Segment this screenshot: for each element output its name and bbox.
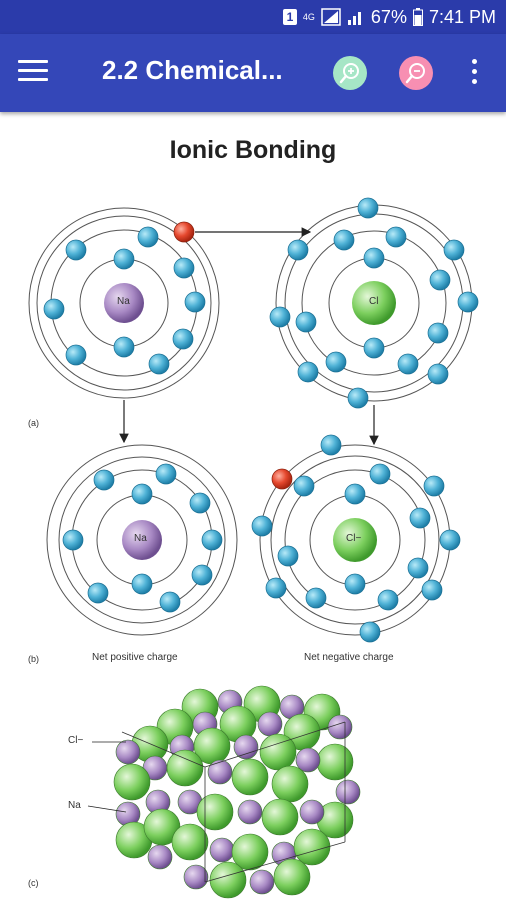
na-ion-label: Na — [134, 533, 147, 544]
transfer-electron — [173, 221, 195, 243]
clock: 7:41 PM — [428, 6, 496, 27]
gained-electron — [271, 468, 293, 490]
sim-badge: 1 — [282, 9, 297, 25]
battery-percent: 67% — [370, 6, 407, 27]
menu-icon[interactable] — [18, 60, 48, 86]
status-bar: 1 4G 67% 7:41 PM — [0, 0, 506, 34]
zoom-out-icon — [405, 63, 425, 84]
network-type: 4G — [302, 11, 315, 22]
crystal-na-label: Na — [68, 800, 81, 811]
na-label: Na — [117, 296, 130, 307]
ionic-bonding-figure — [28, 197, 479, 899]
part-c-label: (c) — [28, 878, 39, 888]
cl-ion-label: Cl− — [346, 533, 362, 544]
zoom-in-button[interactable] — [333, 56, 367, 90]
part-b-label: (b) — [28, 654, 39, 664]
na-ion — [46, 444, 238, 636]
more-vert-icon[interactable] — [466, 59, 482, 89]
net-positive-caption: Net positive charge — [92, 652, 178, 663]
net-negative-caption: Net negative charge — [304, 652, 394, 663]
crystal-cl-label: Cl− — [68, 735, 84, 746]
part-a-label: (a) — [28, 418, 39, 428]
zoom-in-icon — [339, 63, 359, 84]
cl-ion — [251, 434, 461, 643]
page-title: 2.2 Chemical... — [102, 55, 283, 85]
na-atom — [28, 207, 220, 399]
zoom-out-button[interactable] — [399, 56, 433, 90]
signal-bars-icon — [347, 12, 361, 25]
content-area: Ionic Bonding — [0, 112, 506, 900]
heading: Ionic Bonding — [169, 136, 337, 164]
signal-icon — [321, 8, 341, 26]
battery-icon — [412, 8, 423, 26]
app-bar: 2.2 Chemical... — [0, 34, 506, 112]
cl-label: Cl — [369, 296, 379, 307]
nacl-crystal — [87, 685, 361, 899]
cl-atom — [269, 197, 479, 409]
status-icons: 1 4G 67% 7:41 PM — [282, 0, 496, 34]
